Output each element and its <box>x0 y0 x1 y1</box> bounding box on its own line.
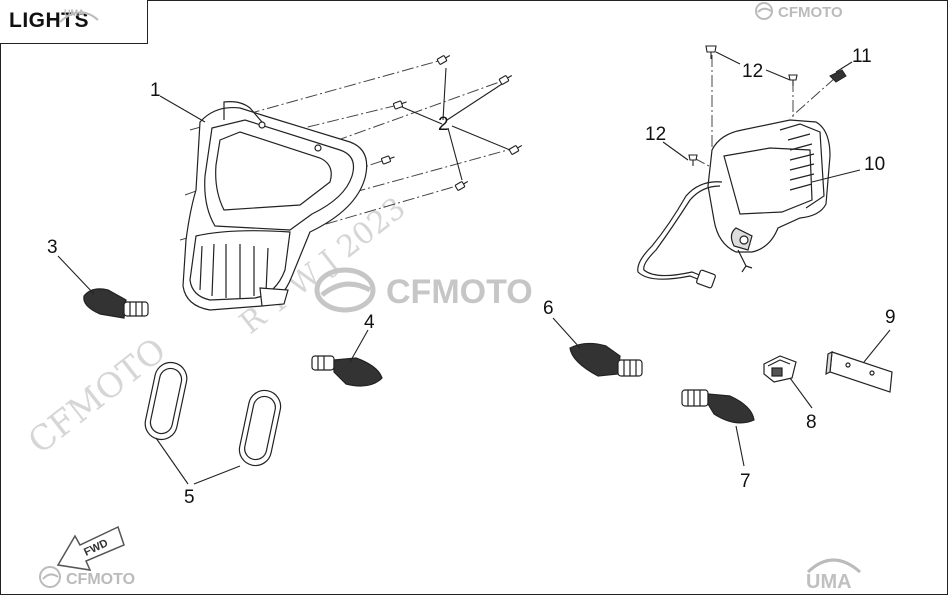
callout-6: 6 <box>543 298 554 319</box>
callout-9: 9 <box>885 307 896 328</box>
leader-lines <box>57 51 891 485</box>
svg-text:CFMOTO: CFMOTO <box>778 4 843 21</box>
callout-8: 8 <box>806 412 817 433</box>
taillight-screws <box>688 45 798 166</box>
callout-4: 4 <box>364 312 375 333</box>
callout-12-left: 12 <box>645 124 666 145</box>
callout-2: 2 <box>438 114 449 135</box>
plate-reflector <box>825 350 893 393</box>
taillight-harness <box>637 181 723 289</box>
cfmoto-logo-center: CFMOTO <box>314 267 533 313</box>
bulb-clip <box>829 69 847 83</box>
callout-7: 7 <box>740 471 751 492</box>
turn-signal-4 <box>311 355 383 387</box>
uma-title-mark: UMA <box>59 8 99 23</box>
forward-arrow-icon: FWD <box>56 525 125 571</box>
headlight-assembly <box>182 101 368 311</box>
svg-text:CFMOTO: CFMOTO <box>386 273 533 311</box>
svg-text:UMA: UMA <box>64 8 85 18</box>
headlight-screws <box>380 55 523 191</box>
reflector-lenses <box>144 361 282 467</box>
callout-10: 10 <box>864 154 885 175</box>
cfmoto-logo-top: CFMOTO <box>755 2 843 21</box>
turn-signal-7 <box>681 389 755 424</box>
taillight-assembly <box>707 119 831 273</box>
svg-text:CFMOTO: CFMOTO <box>66 571 135 588</box>
title-box: LIGHTS <box>0 0 148 44</box>
cfmoto-logo-bottom: CFMOTO <box>39 566 135 588</box>
callout-1: 1 <box>150 80 161 101</box>
callout-5: 5 <box>184 487 195 508</box>
turn-signal-6 <box>569 342 643 377</box>
uma-logo-bottom: UMA <box>806 558 861 593</box>
callout-12-top: 12 <box>742 61 763 82</box>
callout-labels: 1 2 3 4 5 6 7 8 9 10 11 12 12 <box>47 46 896 508</box>
license-lamp <box>763 355 797 383</box>
callout-11: 11 <box>852 46 872 67</box>
svg-text:UMA: UMA <box>806 571 852 593</box>
callout-3: 3 <box>47 237 58 258</box>
